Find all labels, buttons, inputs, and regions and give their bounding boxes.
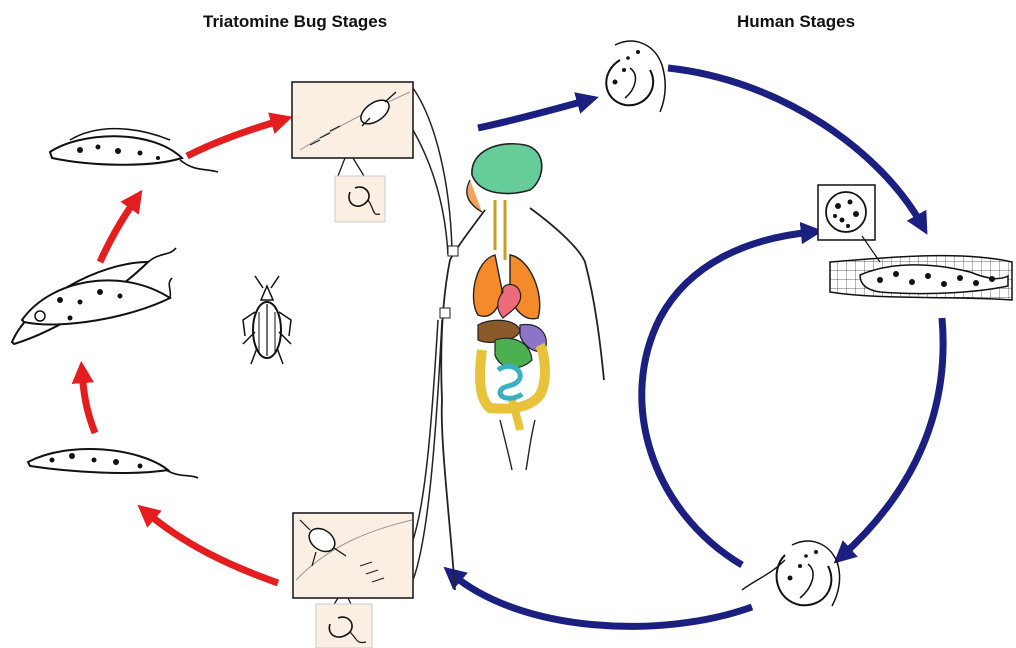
trypomastigote-bottom-icon	[742, 541, 840, 606]
muscle-tissue-icon	[830, 256, 1012, 300]
epimastigote-dividing-icon	[12, 248, 176, 344]
red-arrow-top	[187, 120, 282, 156]
blue-arrow-blood-to-cell	[668, 68, 922, 225]
connector-lines	[413, 88, 452, 580]
amastigote-cell-icon	[818, 185, 880, 262]
blue-arrow-tissue-to-blood	[842, 318, 943, 556]
bug-cycle-arrows	[82, 120, 282, 583]
blue-arrow-bite-to-blood	[478, 100, 588, 128]
bug-feeding-inset-bottom	[293, 513, 413, 648]
blue-arrow-inner-cycle	[642, 232, 812, 565]
red-arrow-upper-left	[100, 199, 136, 262]
trypomastigote-top-icon	[606, 41, 665, 112]
bug-feeding-inset-top	[292, 82, 413, 222]
red-arrow-bottom	[146, 512, 278, 583]
epimastigote-lower-icon	[28, 449, 198, 478]
triatomine-bug-icon	[243, 276, 291, 364]
red-arrow-lower-left	[82, 372, 95, 433]
blue-arrow-blood-to-bug	[452, 574, 752, 626]
human-body-organs-icon	[440, 144, 604, 590]
